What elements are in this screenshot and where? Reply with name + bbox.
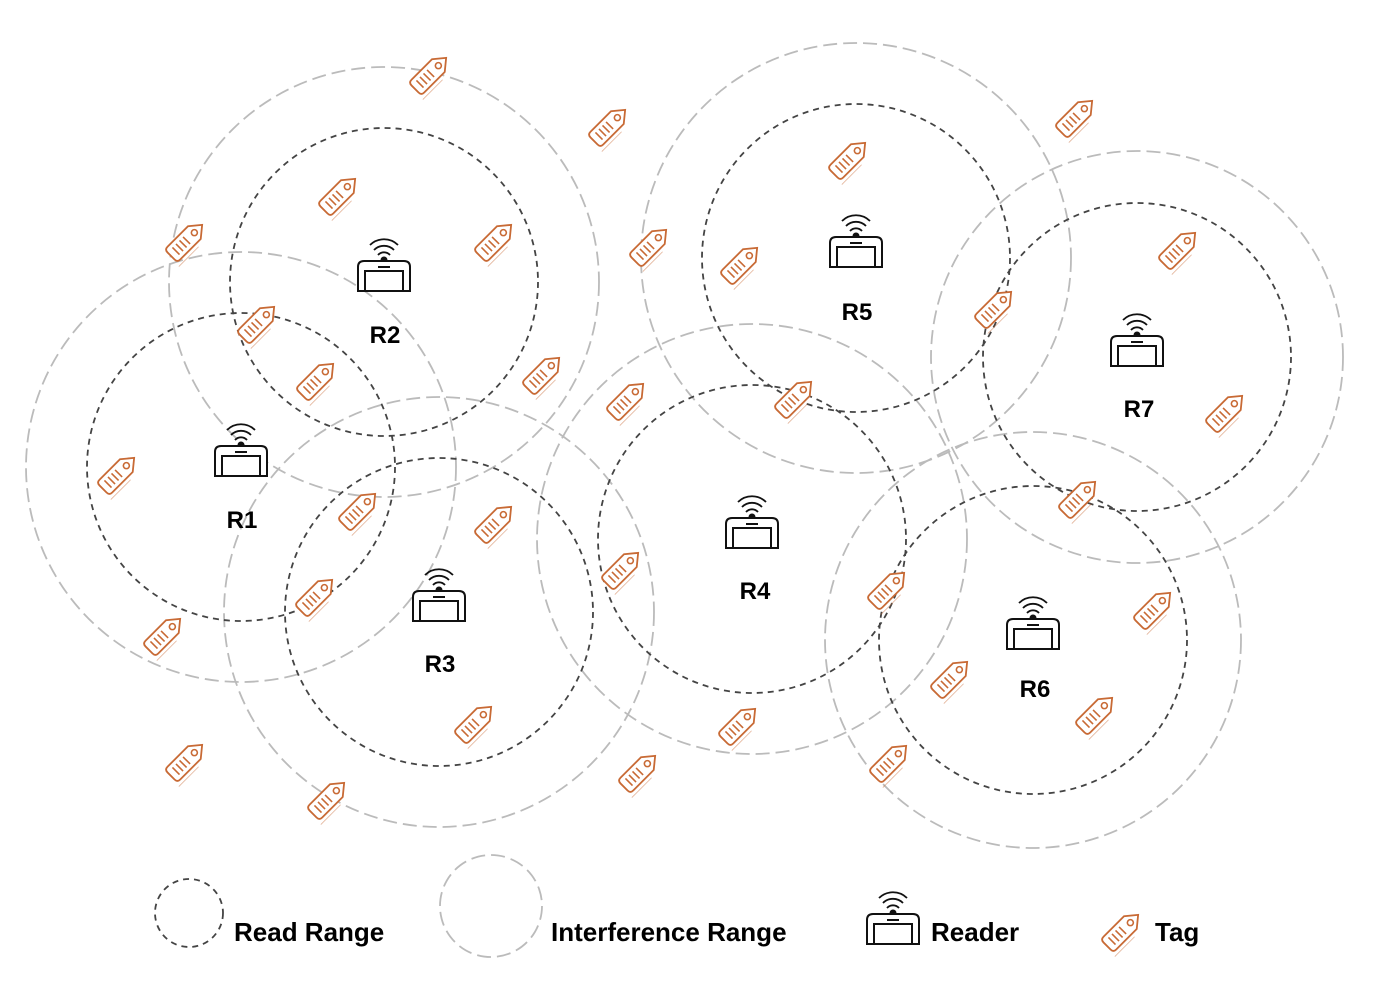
interference-range-r7 — [930, 150, 1344, 564]
tag-icon — [293, 356, 344, 407]
reader-icon — [829, 214, 883, 268]
reader-label: R4 — [740, 578, 771, 605]
legend-tag: Tag — [1098, 907, 1199, 958]
tag-icon — [603, 376, 654, 427]
tag-icon — [471, 499, 522, 550]
reader-icon — [412, 568, 466, 622]
reader-label: R5 — [842, 299, 873, 326]
tag-icon — [162, 217, 213, 268]
legend-read-range-swatch — [154, 878, 224, 948]
tag-icon — [451, 699, 502, 750]
legend-interference-range-label: Interference Range — [551, 917, 787, 947]
reader-r6: R6 — [1006, 596, 1060, 703]
tag-icon — [315, 171, 366, 222]
read-range-r2 — [229, 127, 539, 437]
interference-range-r2 — [168, 66, 600, 498]
reader-label: R2 — [370, 322, 401, 349]
reader-label: R6 — [1020, 676, 1051, 703]
tag-icon — [406, 50, 457, 101]
read-range-r7 — [982, 202, 1292, 512]
tag-icon — [771, 374, 822, 425]
tag-icon — [615, 748, 666, 799]
tag-icon — [292, 572, 343, 623]
reader-label: R3 — [425, 651, 456, 678]
legend: Read Range Interference Range Reader Tag — [154, 854, 1199, 958]
tag-icon — [585, 102, 636, 153]
legend-tag-icon — [1098, 907, 1149, 958]
interference-ranges — [25, 42, 1344, 849]
reader-label: R1 — [227, 507, 258, 534]
interference-range-r3 — [223, 396, 655, 828]
tag-icon — [1202, 388, 1253, 439]
legend-reader-label: Reader — [931, 917, 1019, 947]
tag-icon — [140, 611, 191, 662]
tag-icon — [1072, 690, 1123, 741]
read-range-r3 — [284, 457, 594, 767]
legend-tag-label: Tag — [1155, 917, 1199, 947]
interference-range-r1 — [25, 251, 457, 683]
reader-icon — [214, 423, 268, 477]
legend-read-range-label: Read Range — [234, 917, 384, 947]
reader-r2: R2 — [357, 238, 411, 349]
tag-icon — [471, 217, 522, 268]
read-range-r1 — [86, 312, 396, 622]
interference-range-r4 — [536, 323, 968, 755]
tag-icon — [162, 737, 213, 788]
reader-r5: R5 — [829, 214, 883, 326]
legend-interference-range-swatch — [439, 854, 543, 958]
reader-r7: R7 — [1110, 313, 1164, 423]
legend-read-range: Read Range — [154, 878, 384, 948]
reader-icon — [1110, 313, 1164, 367]
tag-icon — [1052, 93, 1103, 144]
tag-icon — [1130, 585, 1181, 636]
reader-icon — [1006, 596, 1060, 650]
tag-icon — [717, 240, 768, 291]
read-range-r6 — [878, 485, 1188, 795]
tag-icon — [866, 738, 917, 789]
reader-icon — [357, 238, 411, 292]
legend-interference-range: Interference Range — [439, 854, 787, 958]
tag-icon — [927, 654, 978, 705]
reader-r3: R3 — [412, 568, 466, 678]
tags — [94, 50, 1253, 826]
reader-r4: R4 — [725, 495, 779, 605]
interference-range-r5 — [640, 42, 1072, 474]
read-ranges — [86, 103, 1292, 795]
reader-icon — [725, 495, 779, 549]
tag-icon — [335, 486, 386, 537]
reader-label: R7 — [1124, 396, 1155, 423]
tag-icon — [626, 222, 677, 273]
tag-icon — [94, 450, 145, 501]
legend-reader: Reader — [866, 891, 1019, 947]
interference-range-r6 — [824, 431, 1242, 849]
tag-icon — [519, 350, 570, 401]
reader-r1: R1 — [214, 423, 268, 534]
legend-reader-icon — [866, 891, 920, 945]
tag-icon — [304, 775, 355, 826]
tag-icon — [825, 135, 876, 186]
tag-icon — [715, 701, 766, 752]
tag-icon — [1155, 225, 1206, 276]
tag-icon — [971, 284, 1022, 335]
tag-icon — [1055, 474, 1106, 525]
read-range-r4 — [597, 384, 907, 694]
read-range-r5 — [701, 103, 1011, 413]
